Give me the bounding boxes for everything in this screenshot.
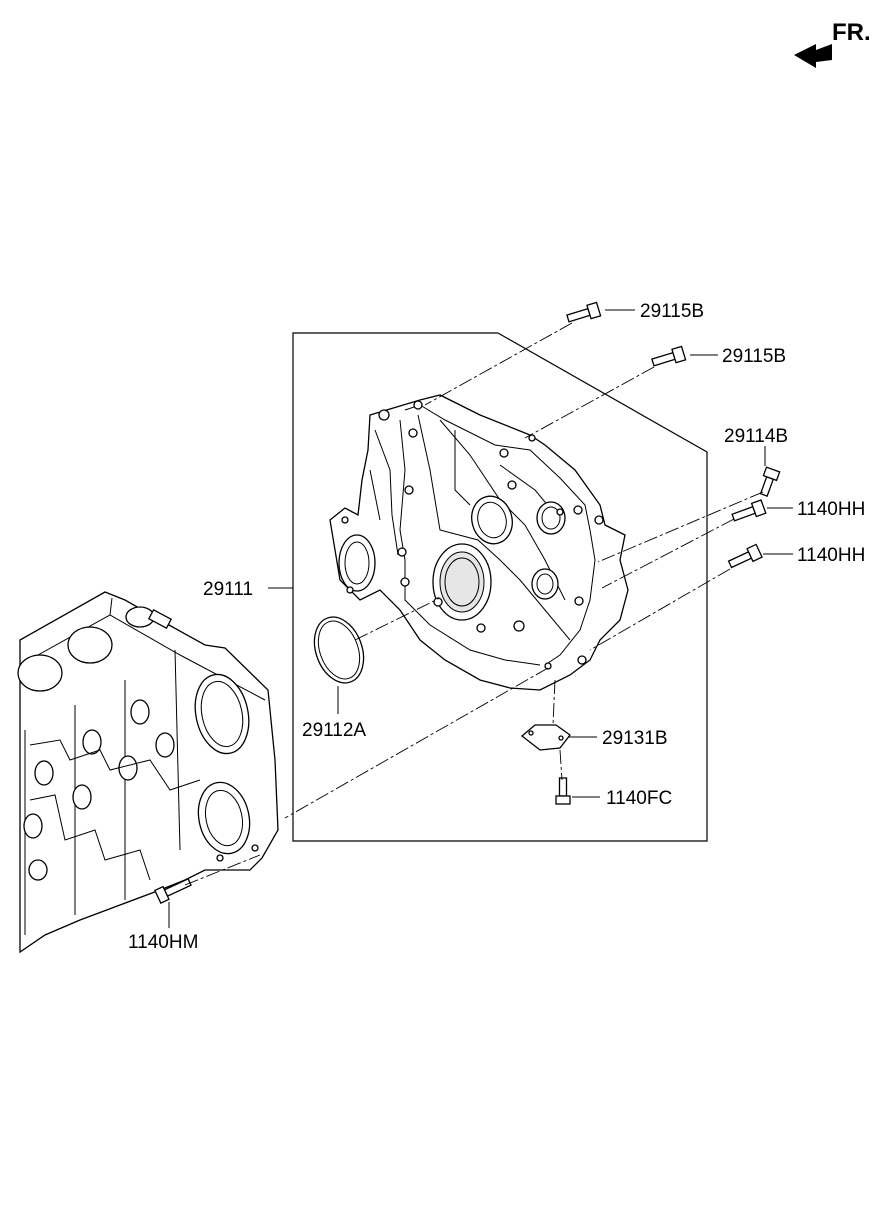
callout-29112a: 29112A <box>302 720 366 741</box>
fr-label: FR. <box>832 19 871 46</box>
callout-29115b-top: 29115B <box>640 301 704 322</box>
bolt-29114b <box>759 466 781 497</box>
callout-1140fc: 1140FC <box>606 788 672 809</box>
leader-lines <box>168 309 793 928</box>
bolt-1140fc <box>555 777 571 805</box>
oil-seal-ring <box>313 616 365 684</box>
bolt-1140hm <box>154 877 192 905</box>
alignment-lines <box>184 322 764 886</box>
cover-plate <box>520 724 571 751</box>
callout-29111: 29111 <box>203 579 253 600</box>
timing-case-cover <box>329 394 629 691</box>
bolt-1140hh-bot <box>727 543 763 569</box>
assembly-frame <box>292 332 708 842</box>
callout-1140hh-bot: 1140HH <box>797 545 865 566</box>
engine-block <box>17 591 279 954</box>
front-direction-indicator: FR. <box>794 19 871 68</box>
callout-1140hm: 1140HM <box>128 932 198 953</box>
callout-29131b: 29131B <box>602 728 668 749</box>
callout-29115b-mid: 29115B <box>722 346 786 367</box>
front-arrow-icon <box>794 44 832 68</box>
bolt-1140hh-top <box>731 499 767 522</box>
bolt-29115b-mid <box>651 345 687 367</box>
callout-29114b: 29114B <box>724 426 788 447</box>
bolt-29115b-top <box>566 301 602 323</box>
callout-1140hh-top: 1140HH <box>797 499 865 520</box>
